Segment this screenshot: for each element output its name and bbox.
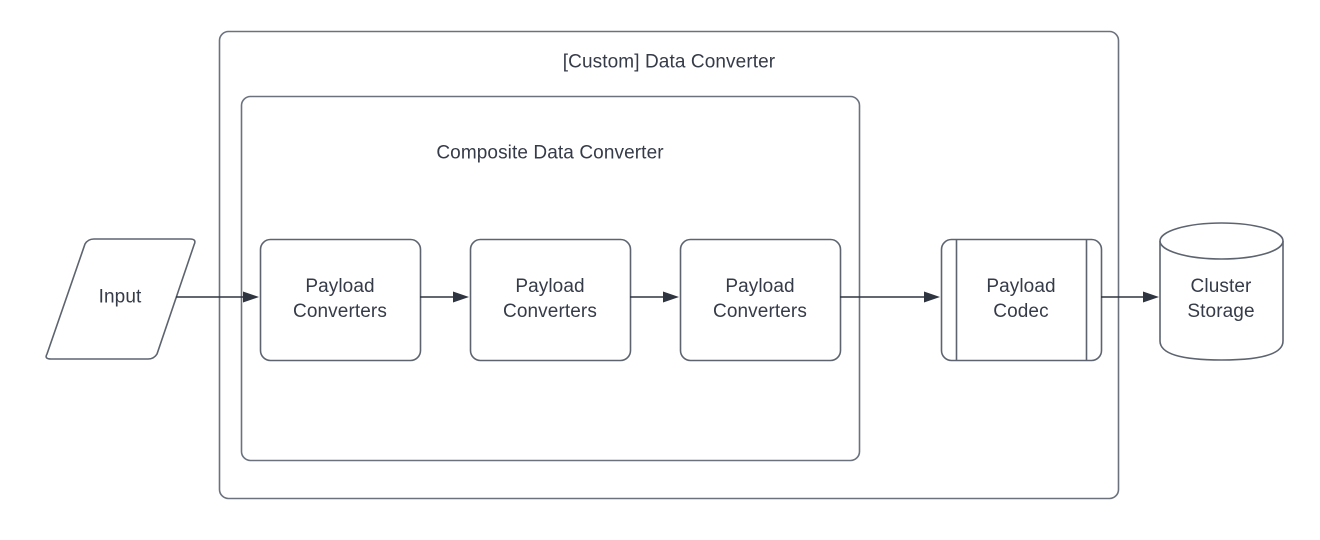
payload-codec-border [940, 238, 1103, 362]
cluster-storage-top-ellipse-border [1159, 222, 1284, 260]
payload-converters-2-shape[interactable] [470, 239, 631, 361]
payload-converters-3-border [679, 238, 842, 362]
payload-converters-2-border [469, 238, 632, 362]
payload-converters-3-shape[interactable] [680, 239, 841, 361]
input-node-border [45, 238, 196, 360]
payload-codec-shape[interactable] [941, 239, 1102, 361]
edge-converter-3-to-codec-arrowhead [924, 291, 940, 303]
cluster-storage-body[interactable] [1160, 241, 1283, 360]
payload-converters-1-shape[interactable] [260, 239, 421, 361]
input-node-shape[interactable] [46, 239, 195, 359]
edge-converter-2-to-converter-3-arrowhead [663, 291, 679, 303]
composite-data-converter-container-border [240, 95, 861, 462]
edge-codec-to-storage-arrowhead [1143, 291, 1159, 303]
cluster-storage-body-border [1159, 241, 1284, 361]
edge-converter-1-to-converter-2-arrowhead [453, 291, 469, 303]
edge-input-to-converter-1-arrowhead [243, 291, 259, 303]
custom-data-converter-container-border [218, 30, 1120, 500]
cluster-storage-top-ellipse [1160, 223, 1283, 259]
payload-converters-1-border [259, 238, 422, 362]
